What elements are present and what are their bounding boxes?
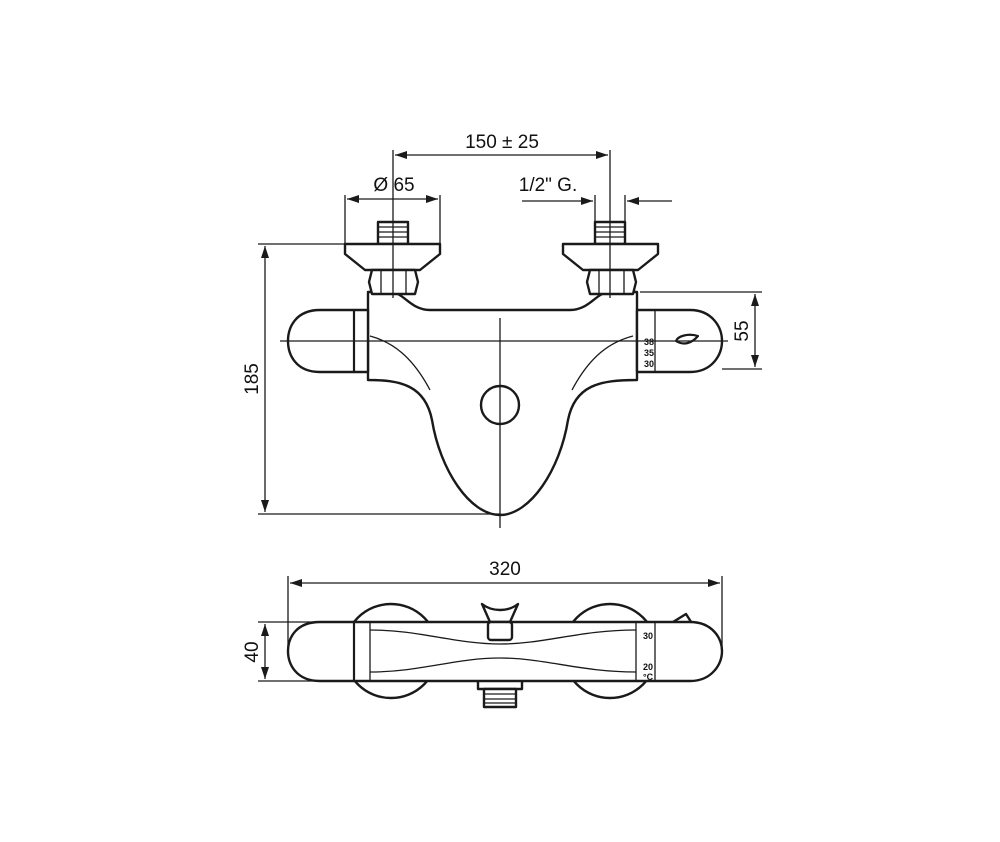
dim-text-inlet-spacing: 150 ± 25 bbox=[465, 132, 539, 153]
dim-inlet-spacing: 150 ± 25 bbox=[395, 132, 608, 159]
dim-total-width: 320 bbox=[287, 559, 723, 646]
dim-text-total-width: 320 bbox=[489, 559, 521, 580]
front-scale-35: 35 bbox=[644, 348, 654, 358]
front-view: 38 35 30 bbox=[280, 150, 728, 528]
dim-depth: 40 bbox=[242, 621, 320, 682]
dim-text-total-height: 185 bbox=[242, 363, 263, 395]
dim-total-height: 185 bbox=[242, 243, 500, 515]
top-scale-degc: °C bbox=[643, 672, 654, 682]
top-body bbox=[286, 620, 724, 683]
top-scale-20: 20 bbox=[643, 662, 653, 672]
top-scale-30: 30 bbox=[643, 631, 653, 641]
front-scale-38: 38 bbox=[644, 337, 654, 347]
dim-thread: 1/2" G. bbox=[519, 175, 672, 222]
dim-text-body-height: 55 bbox=[732, 320, 753, 341]
handle-indicator bbox=[674, 333, 700, 345]
dim-flange-diameter: Ø 65 bbox=[344, 175, 441, 244]
dim-text-thread: 1/2" G. bbox=[519, 175, 578, 196]
dim-text-flange-diameter: Ø 65 bbox=[373, 175, 414, 196]
top-view: 30 20 °C bbox=[286, 602, 724, 709]
right-hex-nut bbox=[585, 268, 638, 296]
front-scale-30: 30 bbox=[644, 359, 654, 369]
dim-text-depth: 40 bbox=[242, 641, 263, 662]
top-diverter-knob bbox=[480, 602, 520, 624]
dim-body-height: 55 bbox=[640, 291, 762, 370]
